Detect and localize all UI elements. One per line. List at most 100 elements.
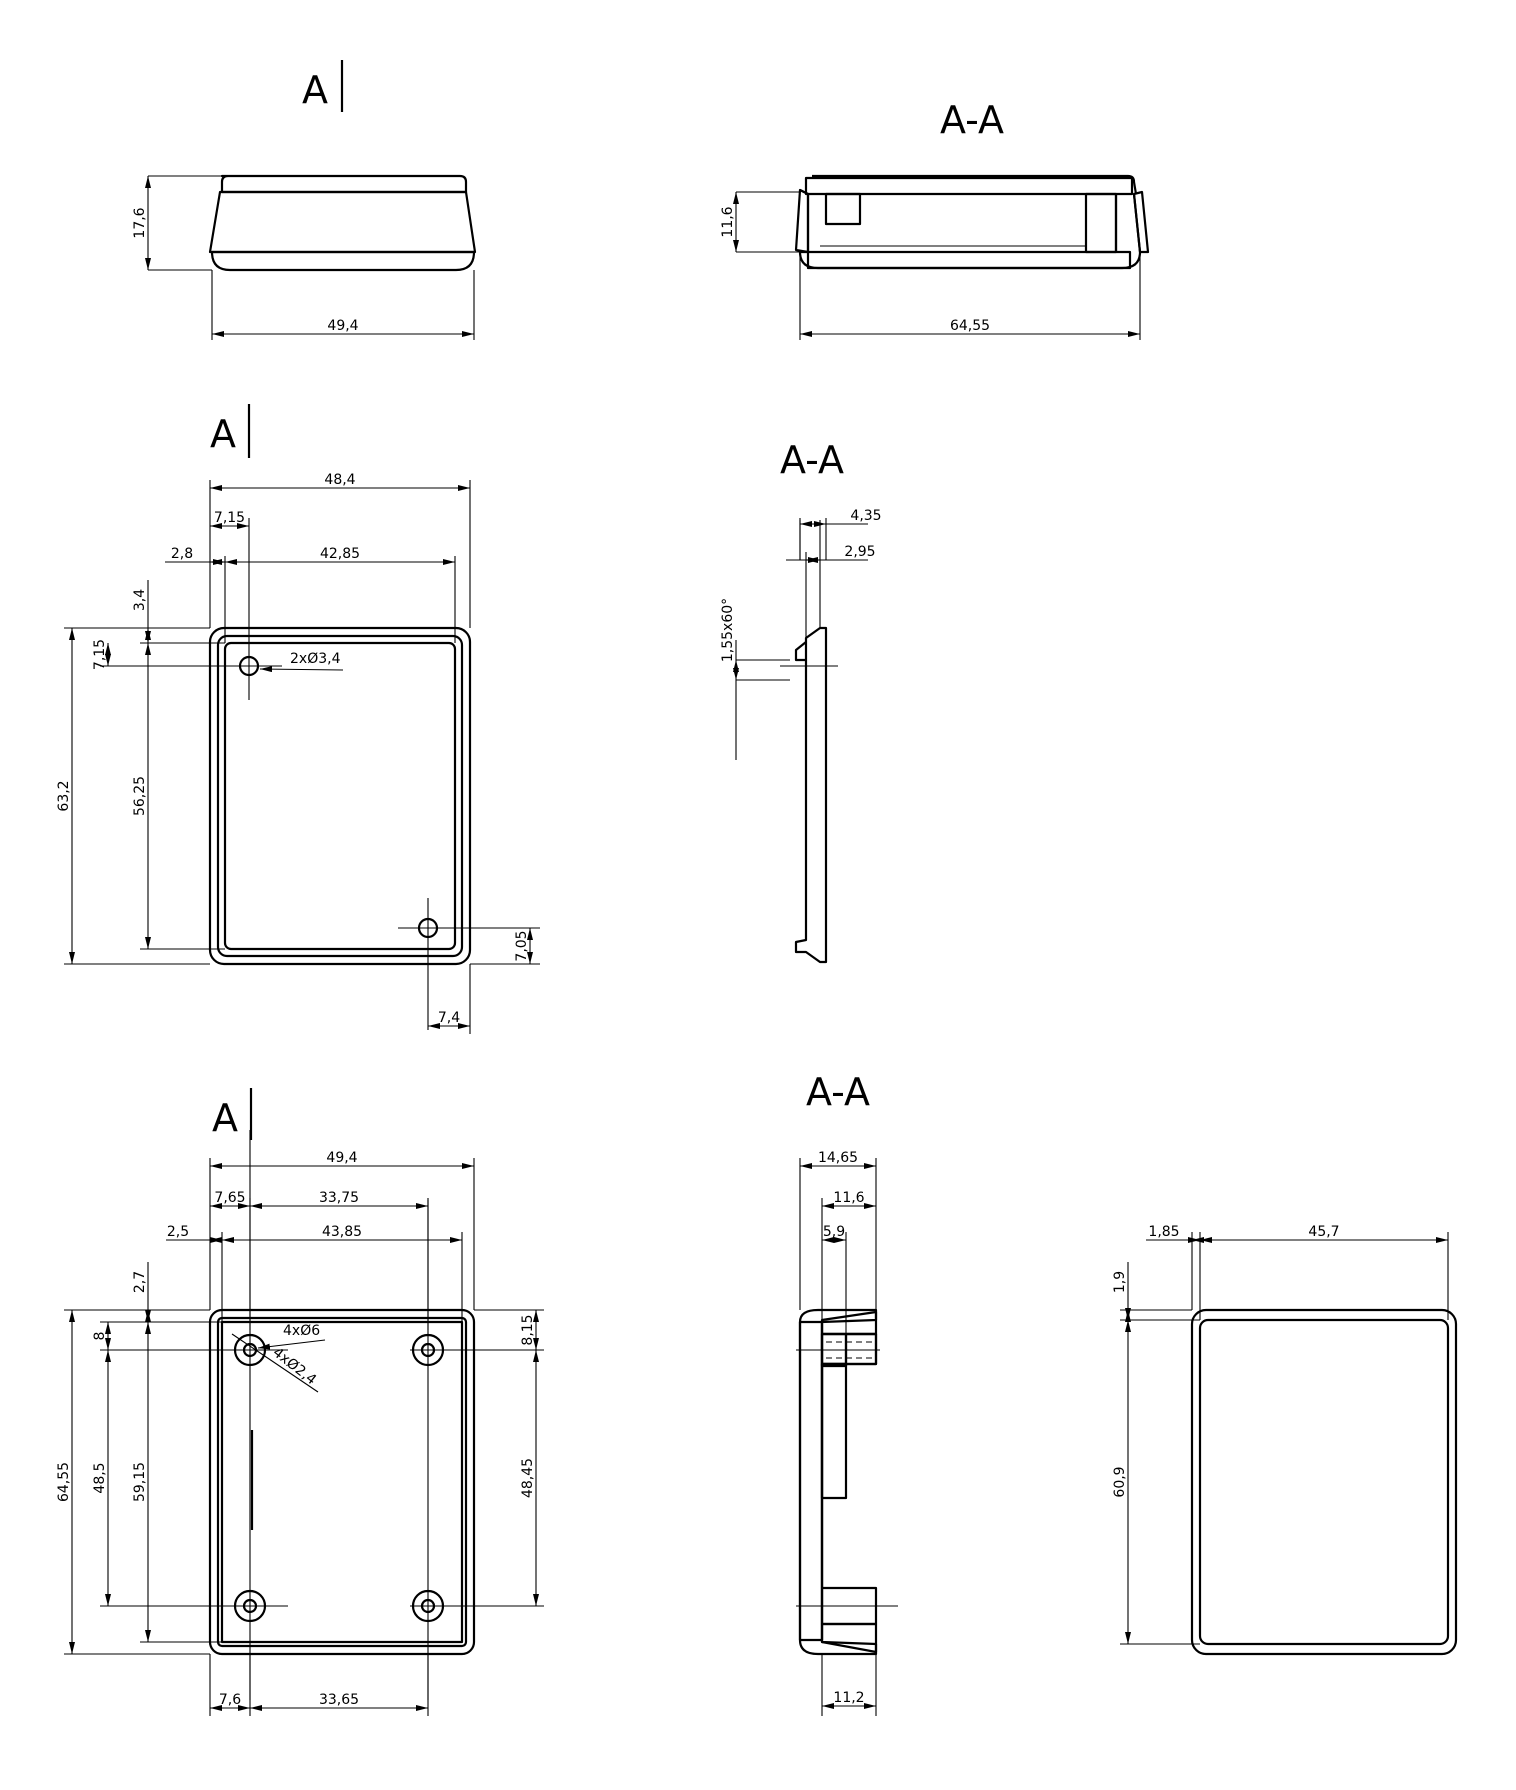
dim-label: 11,6	[833, 1190, 864, 1206]
dim-label: 7,6	[219, 1692, 241, 1708]
dim-d-1-55x60: 1,55x60°	[720, 598, 790, 760]
dim-d-4-35: 4,35	[799, 508, 882, 560]
dim-label: 8	[92, 1332, 108, 1341]
dim-d-7-05: 7,05	[470, 928, 540, 965]
base-rim	[216, 1316, 468, 1648]
dim-d-2-5: 2,5	[166, 1224, 223, 1322]
dim-d-14-65: 14,65	[799, 1150, 877, 1310]
dim-d-42-85: 42,85	[225, 546, 456, 643]
bosses-outer-annotation: 4xØ6	[283, 1323, 320, 1339]
dim-d-7-65: 7,65	[210, 1190, 251, 1330]
section-2: A-A	[780, 438, 844, 964]
dim-d-11-6-top: 11,6	[720, 191, 800, 253]
dim-d-63-2: 63,2	[56, 627, 210, 965]
section-1-tab-right	[1084, 192, 1118, 254]
view-4-gasket	[1190, 1308, 1458, 1656]
dim-d-33-65: 33,65	[250, 1654, 429, 1716]
dim-label: 8,15	[520, 1314, 536, 1345]
dim-label: 63,2	[56, 780, 72, 811]
gasket-outer	[1190, 1308, 1458, 1656]
section-2-label: A-A	[780, 438, 844, 482]
base-outer-outline	[208, 1308, 476, 1656]
side-bottom	[210, 250, 476, 272]
lid-holes-annotation: 2xØ3,4	[290, 651, 341, 667]
section-1-label: A-A	[940, 98, 1004, 142]
view-1-label: A	[302, 68, 328, 112]
dim-d-1-9: 1,9	[1112, 1262, 1200, 1322]
dim-label: 3,4	[132, 589, 148, 611]
side-body	[208, 190, 477, 254]
dim-label: 4,35	[850, 508, 881, 524]
dim-d-5-9: 5,9	[822, 1224, 847, 1334]
lid-rim	[216, 634, 464, 958]
section-1: A-A	[794, 98, 1150, 270]
dim-d-60-9: 60,9	[1112, 1320, 1200, 1645]
dim-label: 11,6	[720, 206, 736, 237]
dim-label: 2,7	[132, 1271, 148, 1293]
dim-d-64-55-v: 64,55	[56, 1309, 210, 1655]
dim-label: 7,4	[438, 1010, 460, 1026]
dim-label: 60,9	[1112, 1466, 1128, 1497]
dim-d-43-85: 43,85	[222, 1224, 463, 1322]
dim-label: 45,7	[1308, 1224, 1339, 1240]
dim-d-2-7: 2,7	[132, 1262, 222, 1323]
side-top-rim	[220, 174, 468, 194]
dim-label: 2,95	[844, 544, 875, 560]
section-1-bottom-wall	[806, 250, 1132, 270]
dim-label: 7,15	[92, 639, 108, 670]
dim-label: 7,15	[214, 510, 245, 526]
dim-label: 2,5	[167, 1224, 189, 1240]
section-1-top-wall	[804, 176, 1134, 196]
dim-d-2-95: 2,95	[786, 544, 876, 640]
view-3-base-top: A 4xØ6 4xØ2,4	[100, 1088, 476, 1700]
dim-label: 56,25	[132, 776, 148, 816]
dim-d-3-4: 3,4	[132, 580, 225, 644]
dim-label: 33,75	[319, 1190, 359, 1206]
dim-label: 48,4	[324, 472, 355, 488]
dim-label: 2,8	[171, 546, 193, 562]
dim-label: 7,65	[214, 1190, 245, 1206]
dim-d-64-55-top: 64,55	[799, 252, 1141, 340]
dim-label: 64,55	[950, 318, 990, 334]
dim-d-1-85: 1,85	[1146, 1224, 1204, 1320]
dim-label: 1,55x60°	[720, 598, 736, 662]
gasket-inner	[1198, 1318, 1450, 1646]
dim-label: 33,65	[319, 1692, 359, 1708]
view-2-label: A	[210, 412, 236, 456]
dim-label: 5,9	[823, 1224, 845, 1240]
dim-d-7-4: 7,4	[428, 964, 471, 1034]
dim-d-48-4: 48,4	[209, 472, 471, 628]
dim-label: 14,65	[818, 1150, 858, 1166]
dim-d-48-45: 48,45	[452, 1350, 544, 1607]
dim-label: 48,45	[520, 1458, 536, 1498]
dim-d-7-15-h: 7,15	[210, 510, 250, 640]
dim-d-59-15: 59,15	[132, 1322, 222, 1643]
dim-d-7-15-v: 7,15	[92, 639, 249, 670]
view-2-lid-top: A 2xØ3,4	[208, 404, 540, 1030]
dim-d-49-4-top: 49,4	[211, 270, 475, 340]
section-3-label: A-A	[806, 1070, 870, 1114]
dim-d-8: 8	[92, 1321, 222, 1350]
dim-d-2-8: 2,8	[165, 546, 226, 643]
dim-label: 49,4	[327, 318, 358, 334]
dim-d-56-25: 56,25	[132, 643, 225, 950]
dim-label: 49,4	[326, 1150, 357, 1166]
dim-d-45-7: 45,7	[1200, 1224, 1449, 1320]
dim-d-11-2: 11,2	[821, 1654, 877, 1716]
dim-label: 1,9	[1112, 1271, 1128, 1293]
section-3: A-A	[796, 1070, 898, 1656]
section-1-tab-left	[824, 192, 862, 226]
dim-d-8-15: 8,15	[452, 1309, 544, 1351]
dim-d-48-5: 48,5	[92, 1350, 111, 1606]
lid-outer-outline	[208, 626, 472, 966]
dim-d-11-6-b: 11,6	[821, 1190, 876, 1322]
dim-label: 42,85	[320, 546, 360, 562]
dim-label: 1,85	[1148, 1224, 1179, 1240]
section-3-wall	[798, 1308, 878, 1656]
view-1-side: A	[208, 60, 477, 272]
dim-label: 11,2	[833, 1690, 864, 1706]
dim-d-7-6: 7,6	[209, 1654, 251, 1716]
lid-inner	[223, 641, 457, 951]
